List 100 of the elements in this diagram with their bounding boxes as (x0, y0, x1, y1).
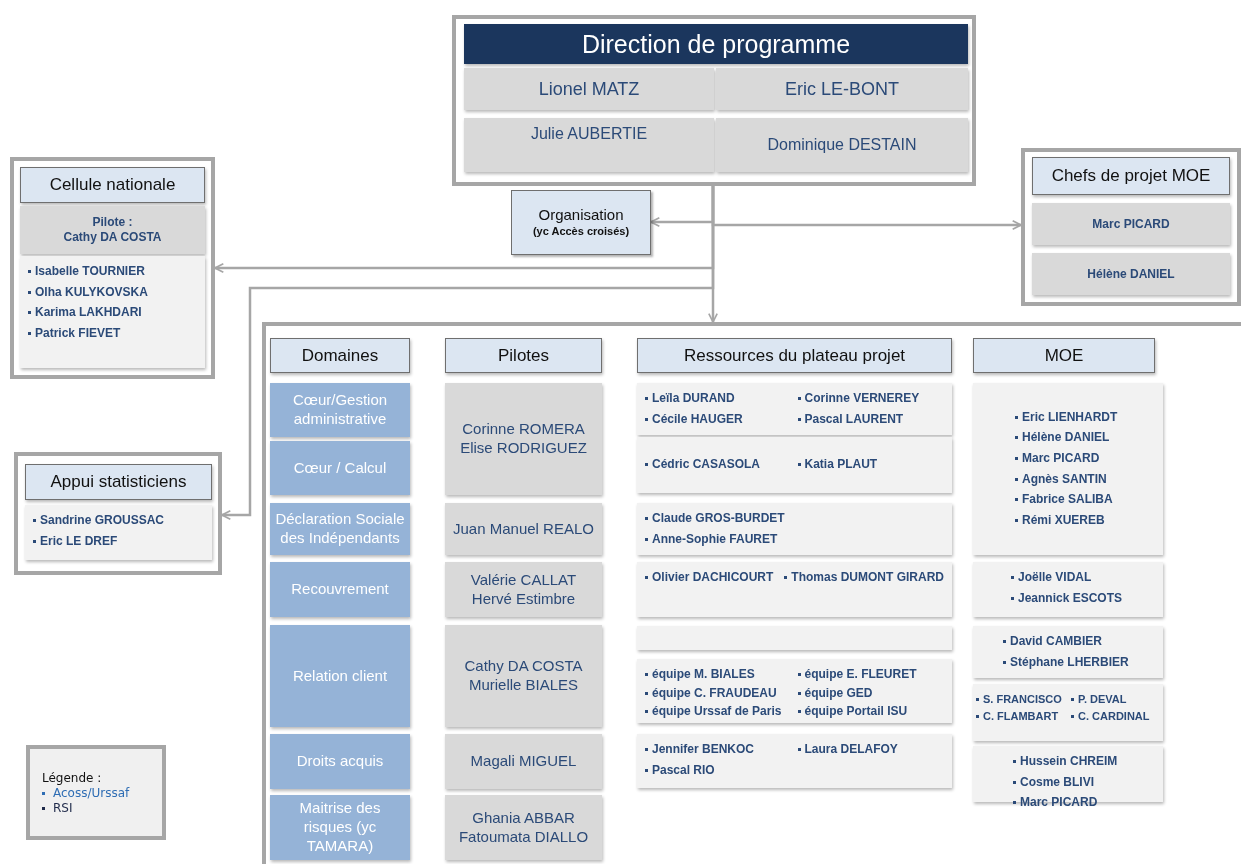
cell-text: MOE (1044, 344, 1084, 367)
cell-text: Organisation (538, 206, 624, 225)
domain-cell (270, 562, 410, 617)
cell-text: Domaines (301, 344, 379, 367)
member-name: Jeannick ESCOTS (1018, 590, 1123, 607)
domain-cell (270, 441, 410, 495)
member-name: Patrick FIEVET (35, 325, 121, 342)
group-frame (10, 157, 215, 379)
member-name: Marc PICARD (1020, 795, 1098, 811)
name-cell (716, 68, 968, 110)
member-name: équipe C. FRAUDEAU (652, 685, 777, 702)
cell-text: Fatoumata DIALLO (458, 827, 589, 847)
member-name: Laura DELAFOY (804, 742, 898, 758)
group-frame (1021, 148, 1241, 306)
cell-text: Ressources du plateau projet (683, 344, 906, 367)
member-name: C. CARDINAL (1078, 709, 1150, 724)
name-cell (445, 562, 602, 617)
cell-text: Pilotes (498, 344, 549, 367)
member-name: Sandrine GROUSSAC (40, 513, 165, 529)
member-list-card (973, 562, 1163, 617)
legend-text: Acoss/Urssaf (53, 786, 130, 800)
cell-text: Ghania ABBAR (472, 808, 575, 828)
member-list-card (20, 256, 205, 368)
domain-cell (270, 383, 410, 437)
member-list-card (973, 684, 1163, 741)
frame-heading: Cellule nationale (20, 167, 205, 203)
cell-text: Julie AUBERTIE (530, 124, 648, 144)
cell-text: Droits acquis (296, 752, 384, 771)
name-cell (445, 503, 602, 555)
pilot-cell (20, 206, 205, 254)
member-name: Corinne VERNEREY (804, 391, 920, 407)
name-cell (1032, 203, 1230, 245)
cell-text: Dominique DESTAIN (767, 135, 917, 155)
member-list-card (637, 734, 952, 788)
empty-card (637, 626, 952, 650)
member-list-card (973, 383, 1163, 555)
name-cell (445, 625, 602, 727)
domain-cell (270, 625, 410, 727)
member-list-card (637, 562, 952, 617)
name-cell (445, 383, 602, 495)
member-name: Marc PICARD (1022, 450, 1100, 467)
cell-text: Elise RODRIGUEZ (460, 439, 587, 458)
cell-text: Cœur / Calcul (293, 458, 387, 478)
name-cell (445, 734, 602, 789)
member-list-card (637, 503, 952, 555)
cell-text: Juan Manuel REALO (453, 519, 594, 539)
cell-text: Maitrise des risques (yc TAMARA) (298, 799, 382, 856)
member-list-card (25, 505, 212, 560)
name-cell (464, 118, 714, 172)
member-list-card (973, 626, 1163, 678)
member-name: Leïla DURAND (652, 391, 735, 407)
member-name: C. FLAMBART (983, 709, 1059, 724)
cell-text: Magali MIGUEL (470, 752, 577, 771)
connector-arrow (708, 186, 718, 323)
member-name: Eric LE DREF (40, 533, 118, 550)
cell-text: Marc PICARD (1092, 216, 1170, 232)
group-frame (452, 15, 976, 186)
group-frame (14, 452, 222, 575)
member-name: Katia PLAUT (804, 457, 878, 473)
member-name: Cosme BLIVI (1020, 774, 1094, 791)
member-name: S. FRANCISCO (983, 692, 1062, 707)
cell-text: Pilote : (92, 215, 133, 230)
cell-text: Hervé Estimbre (471, 589, 576, 609)
frame-heading: Appui statisticiens (25, 464, 212, 500)
member-name: équipe GED (804, 685, 873, 702)
member-list-card (637, 383, 952, 435)
member-name: Pascal RIO (652, 762, 715, 779)
member-name: P. DEVAL (1078, 692, 1127, 707)
member-name: David CAMBIER (1010, 634, 1102, 650)
domain-cell (270, 734, 410, 789)
member-name: Olha KULYKOVSKA (35, 284, 148, 301)
member-name: Isabelle TOURNIER (35, 264, 145, 280)
member-name: Agnès SANTIN (1022, 471, 1107, 488)
frame-heading: Chefs de projet MOE (1032, 157, 1230, 195)
name-cell (716, 118, 968, 172)
section-frame (262, 322, 1241, 864)
member-name: Fabrice SALIBA (1022, 492, 1113, 508)
member-name: Pascal LAURENT (804, 411, 904, 428)
member-name: équipe E. FLEURET (804, 667, 917, 683)
member-list-card (637, 437, 952, 493)
name-cell (464, 68, 714, 110)
legend-title: Légende : (42, 771, 103, 785)
member-name: Claude GROS-BURDET (652, 511, 785, 527)
cell-text: Hélène DANIEL (1087, 266, 1175, 282)
member-name: Cécile HAUGER (652, 411, 743, 428)
member-name: Cédric CASASOLA (652, 457, 761, 473)
column-header (637, 338, 952, 373)
member-name: Stéphane LHERBIER (1010, 654, 1129, 671)
cell-text: Murielle BIALES (468, 676, 579, 695)
member-name: Olivier DACHICOURT (652, 570, 774, 586)
cell-text: Relation client (292, 666, 388, 686)
member-name: équipe M. BIALES (652, 667, 755, 683)
member-name: Joëlle VIDAL (1018, 570, 1092, 586)
member-list-card (637, 659, 952, 723)
member-name: Rémi XUEREB (1022, 512, 1105, 529)
member-name: équipe Portail ISU (804, 704, 908, 720)
cell-text: Cathy DA COSTA (63, 230, 162, 245)
cell-text: Cœur/Gestion administrative (291, 391, 389, 429)
cell-text: Lionel MATZ (538, 77, 640, 101)
member-name: Eric LIENHARDT (1022, 409, 1118, 426)
